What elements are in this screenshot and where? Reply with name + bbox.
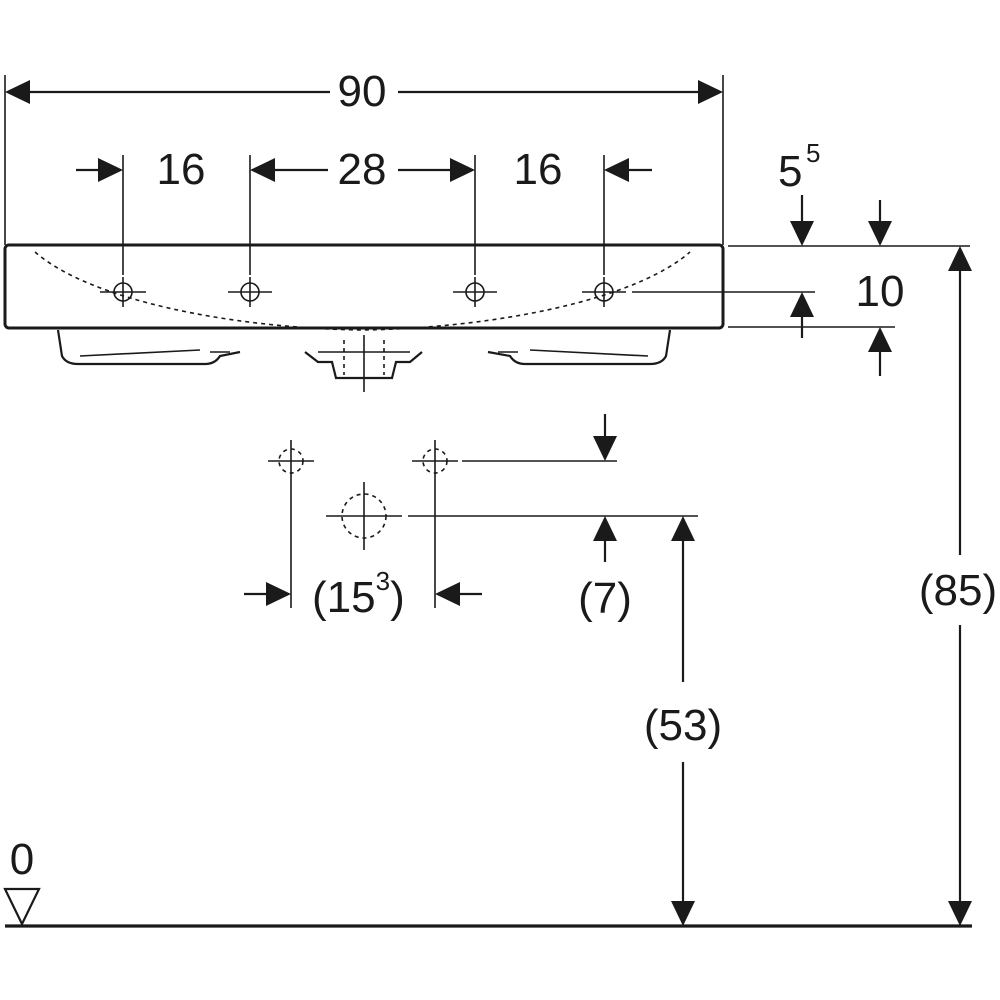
waste-connection bbox=[326, 482, 698, 550]
right-spacing-label: 16 bbox=[514, 145, 563, 194]
tap-hole-markers bbox=[100, 277, 815, 307]
tap-hole-2 bbox=[228, 277, 272, 307]
floor-level: 0 bbox=[3, 835, 972, 928]
rim-offset-label: 5 bbox=[778, 147, 802, 196]
pipe-spacing-label: (153) bbox=[312, 566, 405, 622]
left-spacing-label: 16 bbox=[157, 145, 206, 194]
tap-hole-1 bbox=[100, 277, 146, 307]
waste-centerline bbox=[343, 335, 385, 392]
supply-connections bbox=[268, 440, 698, 608]
floor-level-label: 0 bbox=[10, 835, 34, 884]
total-height-dimension: (85) bbox=[919, 246, 997, 926]
total-height-label: (85) bbox=[919, 566, 997, 615]
rim-offset-superscript: 5 bbox=[806, 138, 820, 168]
rim-dimension: 5 5 10 bbox=[728, 138, 970, 376]
drain-height-dimension: (53) bbox=[644, 516, 722, 926]
rim-height-label: 10 bbox=[856, 267, 905, 316]
drain-height-label: (53) bbox=[644, 701, 722, 750]
center-spacing-label: 28 bbox=[338, 145, 387, 194]
supply-height-dimension: (7) bbox=[578, 414, 632, 623]
tap-hole-3 bbox=[453, 277, 497, 307]
basin-outline bbox=[3, 243, 725, 380]
tap-hole-4 bbox=[582, 277, 626, 307]
supply-right bbox=[412, 440, 617, 608]
overall-width-dimension: 90 bbox=[4, 67, 724, 245]
pipe-vertical-label: (7) bbox=[578, 574, 632, 623]
overall-width-label: 90 bbox=[338, 67, 387, 116]
supply-left bbox=[268, 440, 314, 608]
supply-spacing-dimension: (153) bbox=[244, 566, 482, 622]
floor-level-icon bbox=[3, 887, 41, 927]
tap-hole-spacing-dimension: 16 28 16 bbox=[76, 145, 652, 275]
